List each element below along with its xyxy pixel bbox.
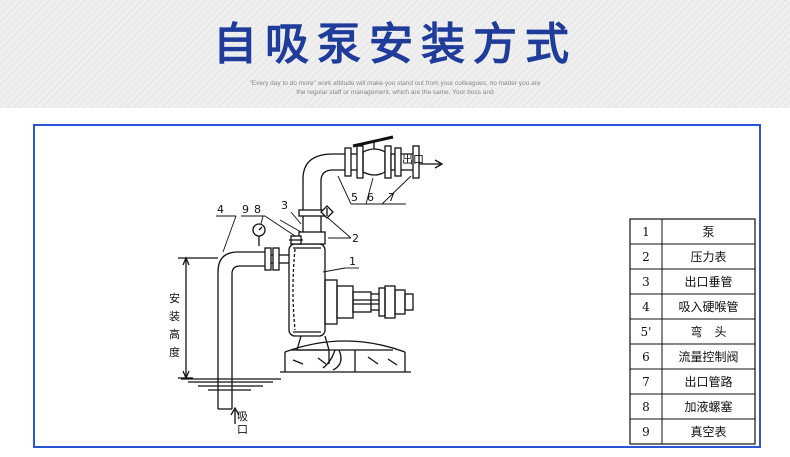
table-cell-part-name: 真空表 — [690, 425, 726, 439]
inlet-label-char-1: 吸 — [237, 410, 248, 423]
pump-body — [288, 243, 414, 372]
height-label-char-1: 安 — [169, 291, 180, 305]
callout-8: 8 — [254, 203, 261, 216]
table-cell-number: 5' — [641, 325, 652, 339]
foundation — [280, 340, 411, 373]
height-dimension — [178, 256, 218, 380]
parts-table-frame — [629, 218, 756, 445]
height-label-char-4: 度 — [169, 345, 180, 359]
table-cell-part-name: 出口管路 — [684, 374, 732, 389]
inlet-label-char-2: 口 — [237, 423, 248, 436]
outlet-label: 出口 — [402, 152, 424, 166]
outlet-pipe — [401, 145, 420, 179]
motto-line-2: the regular staff or management, which a… — [296, 89, 494, 96]
callout-5: 5 — [351, 191, 358, 204]
table-cell-number: 9 — [642, 425, 650, 439]
callout-4: 4 — [217, 203, 224, 216]
table-cell-number: 6 — [642, 350, 650, 364]
table-cell-part-name: 加液螺塞 — [684, 399, 732, 414]
callout-1: 1 — [349, 255, 356, 268]
callout-3: 3 — [281, 199, 288, 212]
height-label: 安 装 高 度 — [169, 291, 180, 359]
callout-7: 7 — [388, 191, 395, 204]
page-title: 自吸泵安装方式 — [213, 19, 577, 70]
callout-6: 6 — [367, 191, 374, 204]
table-cell-number: 8 — [642, 400, 650, 414]
pressure-gauge — [320, 205, 334, 219]
table-cell-part-name: 压力表 — [690, 250, 726, 264]
filling-plug — [289, 235, 303, 245]
callout-9: 9 — [242, 203, 249, 216]
leader-lines — [216, 175, 412, 273]
height-label-char-3: 高 — [169, 327, 180, 341]
suction-pipe — [217, 247, 289, 410]
callout-2: 2 — [352, 232, 359, 245]
parts-table: 1 泵 2 压力表 3 出口垂管 4 吸入硬喉管 5' 弯 头 6 流量控制阀 7 出口管路 8 加液螺塞 9 真… — [629, 218, 756, 445]
table-cell-number: 1 — [642, 225, 650, 239]
callout-numbers: 4 9 8 3 1 2 5 6 7 — [217, 191, 395, 268]
outlet-vertical-pipe — [298, 147, 352, 245]
motto-line-1: "Every day to do more" work attitude wil… — [249, 80, 541, 87]
table-cell-part-name: 泵 — [702, 225, 714, 239]
table-cell-part-name: 流量控制阀 — [678, 350, 738, 364]
table-cell-number: 2 — [642, 250, 650, 264]
flow-control-valve — [351, 135, 402, 179]
header-banner — [0, 0, 790, 108]
height-label-char-2: 装 — [169, 310, 180, 323]
table-cell-number: 7 — [642, 375, 650, 389]
table-cell-number: 3 — [642, 275, 650, 289]
vacuum-gauge — [252, 223, 266, 246]
installation-diagram: 4 9 8 3 1 2 5 6 7 出口 吸 口 安 装 高 度 1 泵 2 压力表 3… — [169, 135, 756, 445]
table-cell-part-name: 弯 头 — [690, 324, 726, 339]
table-cell-part-name: 吸入硬喉管 — [678, 299, 738, 314]
table-cell-part-name: 出口垂管 — [684, 274, 732, 289]
table-cell-number: 4 — [642, 300, 650, 314]
